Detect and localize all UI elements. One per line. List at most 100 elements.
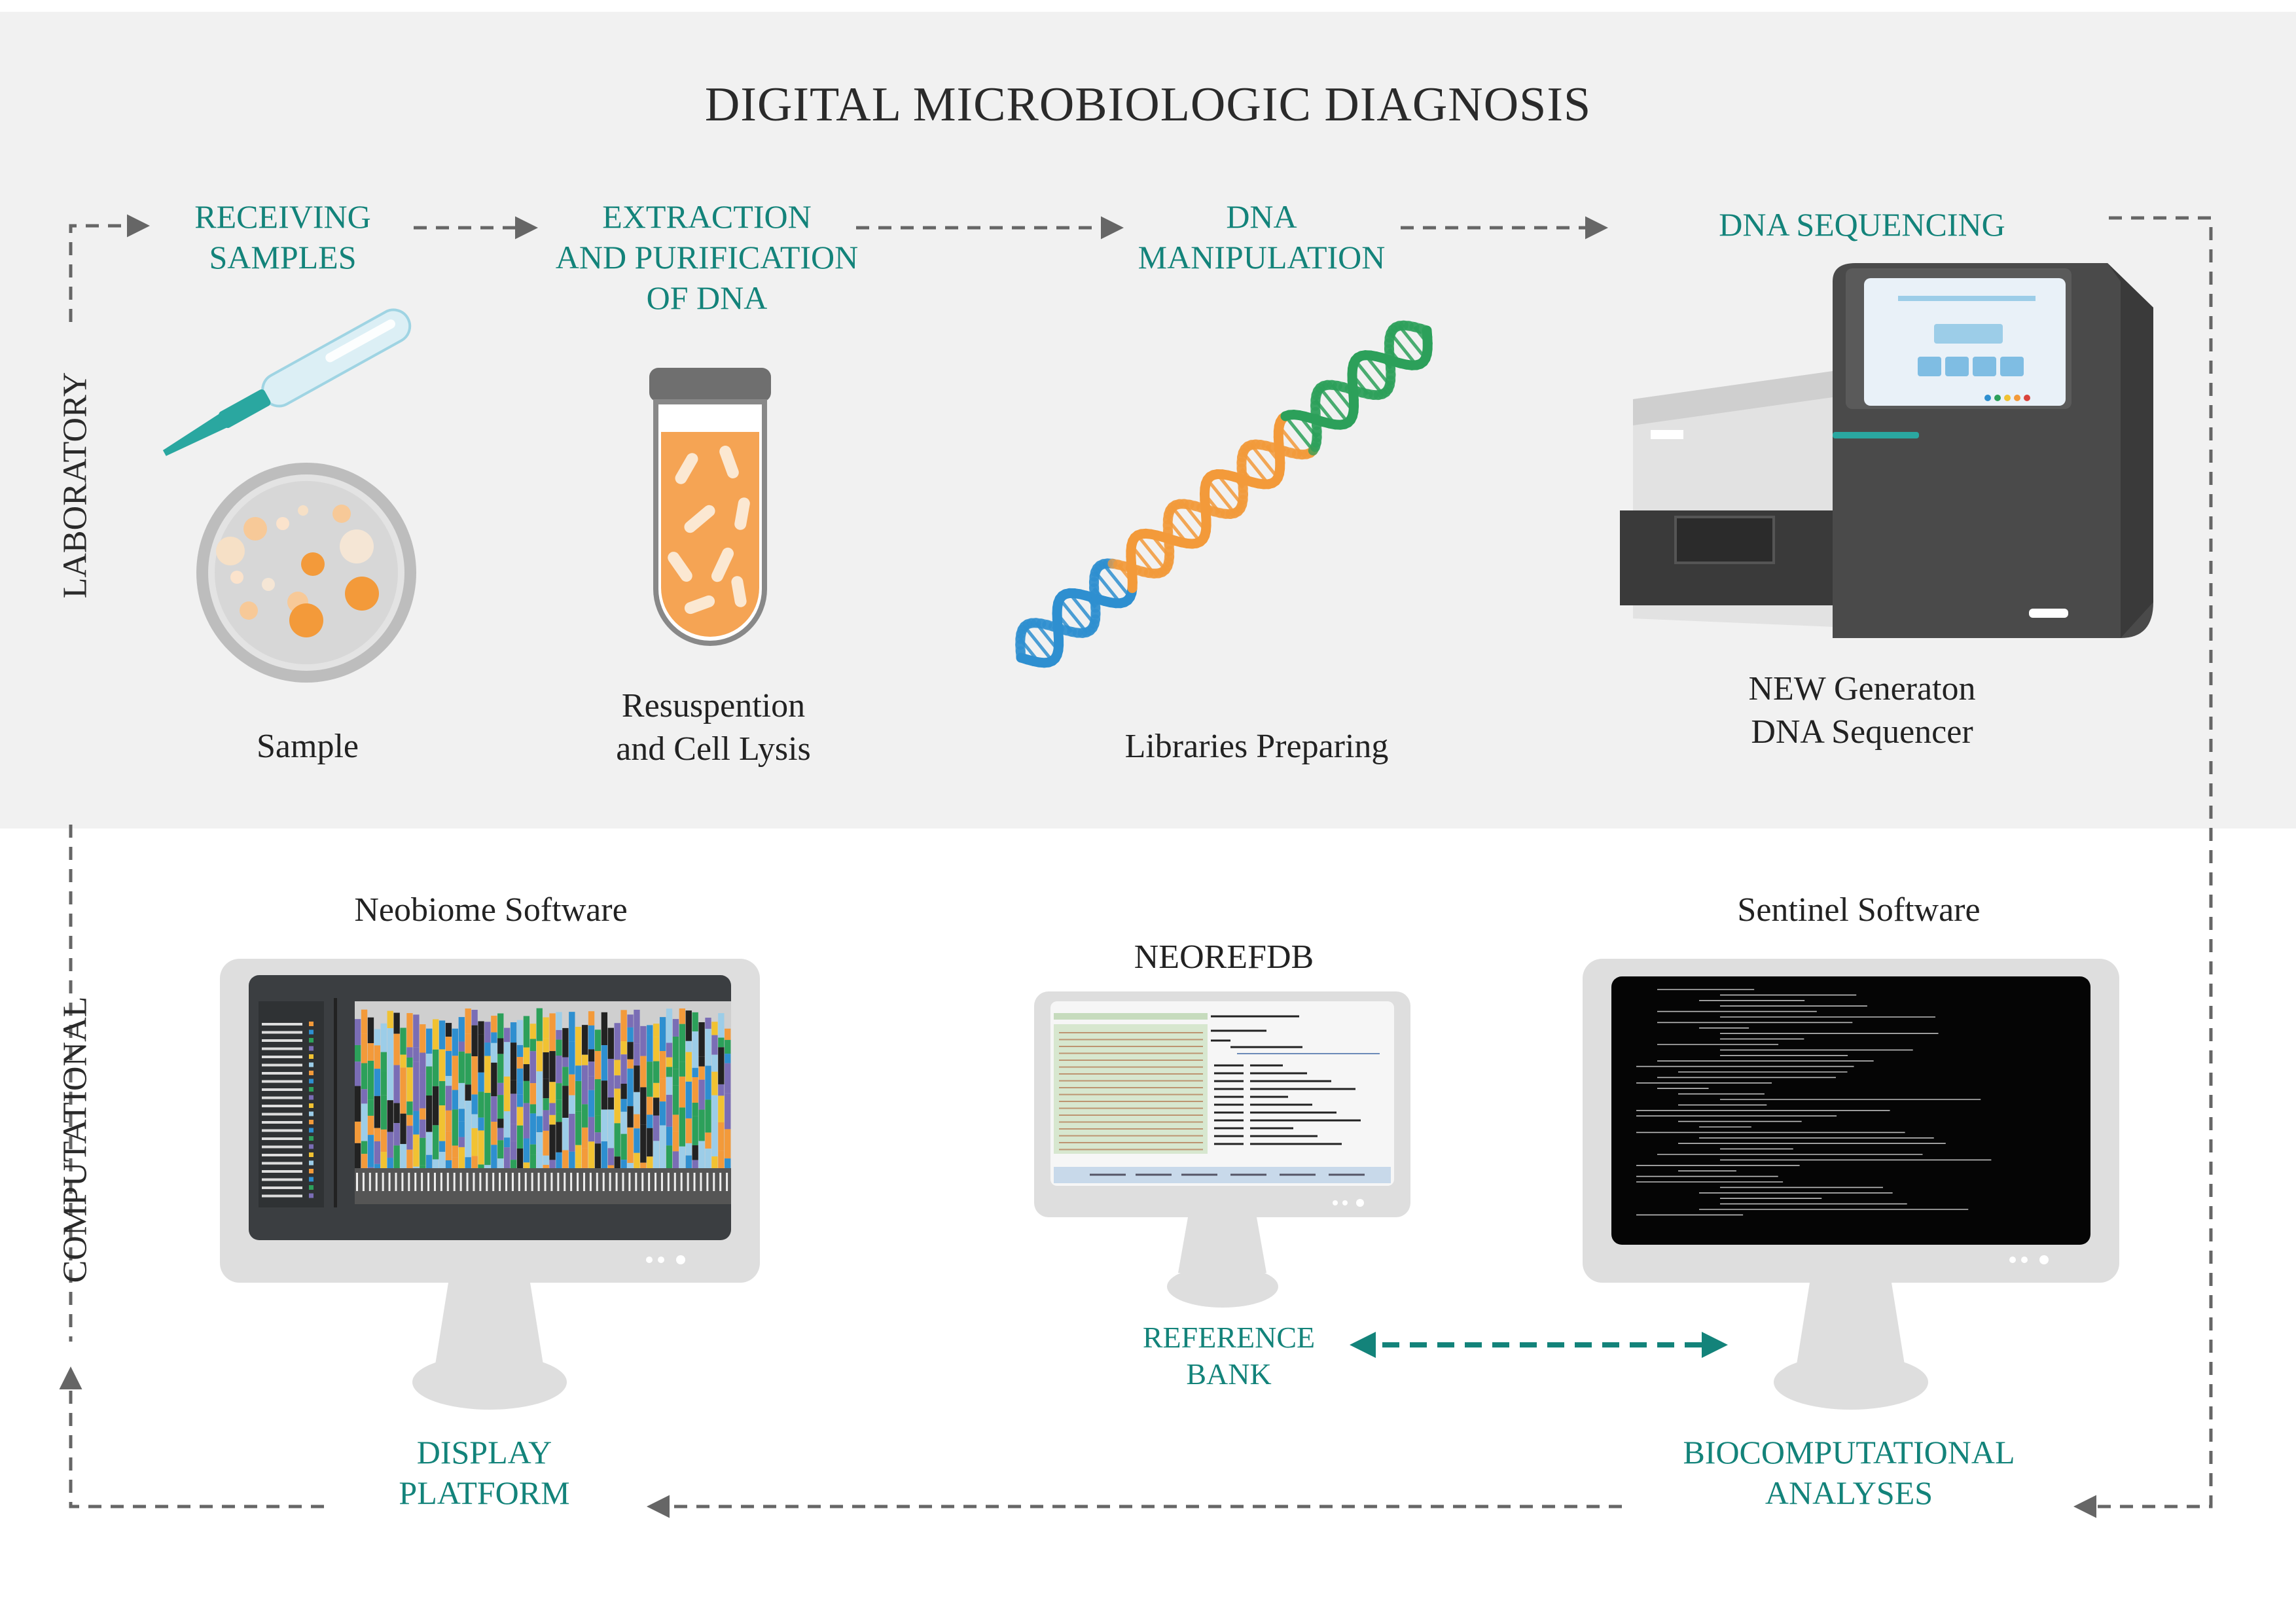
legend-line xyxy=(262,1178,302,1181)
taxa-bar-segment xyxy=(672,1019,679,1037)
taxa-bar-segment xyxy=(374,1096,381,1128)
taxa-bar-segment xyxy=(406,1115,413,1126)
taxa-bar-segment xyxy=(543,1052,549,1079)
taxa-bar-segment xyxy=(484,1130,491,1166)
taxa-bar-segment xyxy=(614,1088,620,1124)
legend-line xyxy=(262,1080,302,1083)
taxa-bar-segment xyxy=(543,1130,549,1156)
taxa-bar-segment xyxy=(510,1094,517,1124)
taxa-bar-segment xyxy=(705,1065,711,1100)
taxa-bar-segment xyxy=(575,1145,582,1164)
legend-swatch xyxy=(309,1185,314,1190)
taxa-bar-segment xyxy=(666,1094,673,1127)
dna-base-pair xyxy=(1206,478,1236,514)
taxa-bar-segment xyxy=(692,1077,698,1103)
sample-tick xyxy=(557,1173,560,1191)
taxa-bar-segment xyxy=(426,1132,433,1155)
taxa-bar-segment xyxy=(355,1121,361,1143)
taxa-bar-segment xyxy=(420,1119,426,1138)
taxa-bar-segment xyxy=(529,1024,536,1039)
taxa-bar-segment xyxy=(361,1033,368,1063)
taxa-bar-segment xyxy=(620,1041,627,1055)
taxa-bar-segment xyxy=(659,1125,666,1149)
taxa-bar-segment xyxy=(387,1028,393,1063)
taxa-bar-segment xyxy=(497,1038,504,1054)
sample-tick xyxy=(401,1173,404,1191)
taxa-bar-segment xyxy=(549,1082,556,1103)
taxa-bar-segment xyxy=(692,1031,698,1068)
taxa-bar-segment xyxy=(640,1124,647,1163)
taxa-bar-segment xyxy=(543,1038,549,1052)
taxa-bar-segment xyxy=(692,1145,698,1160)
taxa-bar-segment xyxy=(536,1008,543,1041)
monitor-neorefdb xyxy=(1034,991,1410,1308)
taxa-bar-segment xyxy=(543,1079,549,1099)
taxa-bar-segment xyxy=(556,1083,562,1100)
taxa-bar-segment xyxy=(367,1017,374,1043)
taxa-bar-segment xyxy=(653,1141,660,1168)
taxa-bar-segment xyxy=(471,1056,478,1095)
taxa-bar-segment xyxy=(627,1059,634,1069)
taxa-bar-segment xyxy=(692,1116,698,1146)
taxa-bar-segment xyxy=(465,1084,471,1101)
taxa-bar-segment xyxy=(497,1095,504,1119)
caption-libraries-preparing: Libraries Preparing xyxy=(1124,728,1389,765)
taxa-bar-segment xyxy=(529,1104,536,1114)
taxa-bar-segment xyxy=(478,1021,484,1035)
taxa-bar-segment xyxy=(491,1062,497,1097)
taxa-bar-segment xyxy=(659,1079,666,1102)
taxa-bar-segment xyxy=(393,1103,400,1124)
taxa-bar-segment xyxy=(594,1132,601,1144)
taxa-bar-segment xyxy=(387,1158,393,1168)
taxa-bar-segment xyxy=(562,1067,569,1086)
sample-tick xyxy=(375,1173,378,1191)
taxa-bar-segment xyxy=(536,1132,543,1153)
taxa-bar-segment xyxy=(465,1053,471,1085)
legend-swatch xyxy=(309,1128,314,1133)
taxa-bar-segment xyxy=(374,1069,381,1096)
taxa-bar-segment xyxy=(711,1071,718,1096)
taxa-bar-segment xyxy=(634,1114,640,1129)
legend-swatch xyxy=(309,1095,314,1100)
taxa-bar-segment xyxy=(705,1132,711,1149)
taxa-bar-segment xyxy=(594,1143,601,1168)
taxa-bar-segment xyxy=(672,1069,679,1086)
taxa-bar-segment xyxy=(458,1147,465,1168)
taxa-bar-segment xyxy=(556,1029,562,1040)
side-label-computational: COMPUTATIONAL xyxy=(56,996,94,1283)
taxa-bar-segment xyxy=(543,1155,549,1165)
taxa-bar-segment xyxy=(536,1152,543,1168)
taxa-bar-segment xyxy=(549,1051,556,1082)
taxa-bar-segment xyxy=(562,1086,569,1118)
legend-line xyxy=(262,1154,302,1156)
legend-swatch xyxy=(309,1071,314,1075)
taxa-bar-segment xyxy=(659,1101,666,1126)
step-receiving-samples: RECEIVING SAMPLES xyxy=(194,198,371,276)
taxa-bar-segment xyxy=(614,1075,620,1089)
legend-swatch xyxy=(309,1022,314,1026)
taxa-bar-segment xyxy=(420,1024,426,1053)
step-extraction-purification: EXTRACTION AND PURIFICATION OF DNA xyxy=(555,198,859,316)
taxa-bar-segment xyxy=(543,1017,549,1039)
dna-sequencer-illustration xyxy=(1620,263,2153,638)
legend-line xyxy=(262,1031,302,1034)
taxa-bar-segment xyxy=(380,1052,387,1071)
taxa-bar-segment xyxy=(516,1020,524,1045)
taxa-bar-segment xyxy=(374,1164,381,1168)
taxa-bar-segment xyxy=(588,1116,595,1142)
sample-tick xyxy=(440,1173,442,1191)
taxa-bar-segment xyxy=(556,1056,562,1084)
taxa-bar-segment xyxy=(439,1105,446,1141)
taxa-bar-segment xyxy=(458,1082,465,1109)
taxa-bar-segment xyxy=(367,1043,374,1061)
dna-base-pair xyxy=(1058,597,1088,633)
taxa-bar-segment xyxy=(536,1041,543,1071)
taxa-bar-segment xyxy=(497,1128,504,1141)
taxa-bar-segment xyxy=(400,1054,406,1068)
sample-tick xyxy=(550,1173,553,1191)
taxa-bar-segment xyxy=(523,1080,530,1103)
taxa-bar-segment xyxy=(432,1086,439,1126)
dna-base-pair xyxy=(1397,325,1427,360)
taxa-bar-segment xyxy=(471,1128,478,1156)
caption-neorefdb: NEOREFDB xyxy=(1134,938,1314,976)
